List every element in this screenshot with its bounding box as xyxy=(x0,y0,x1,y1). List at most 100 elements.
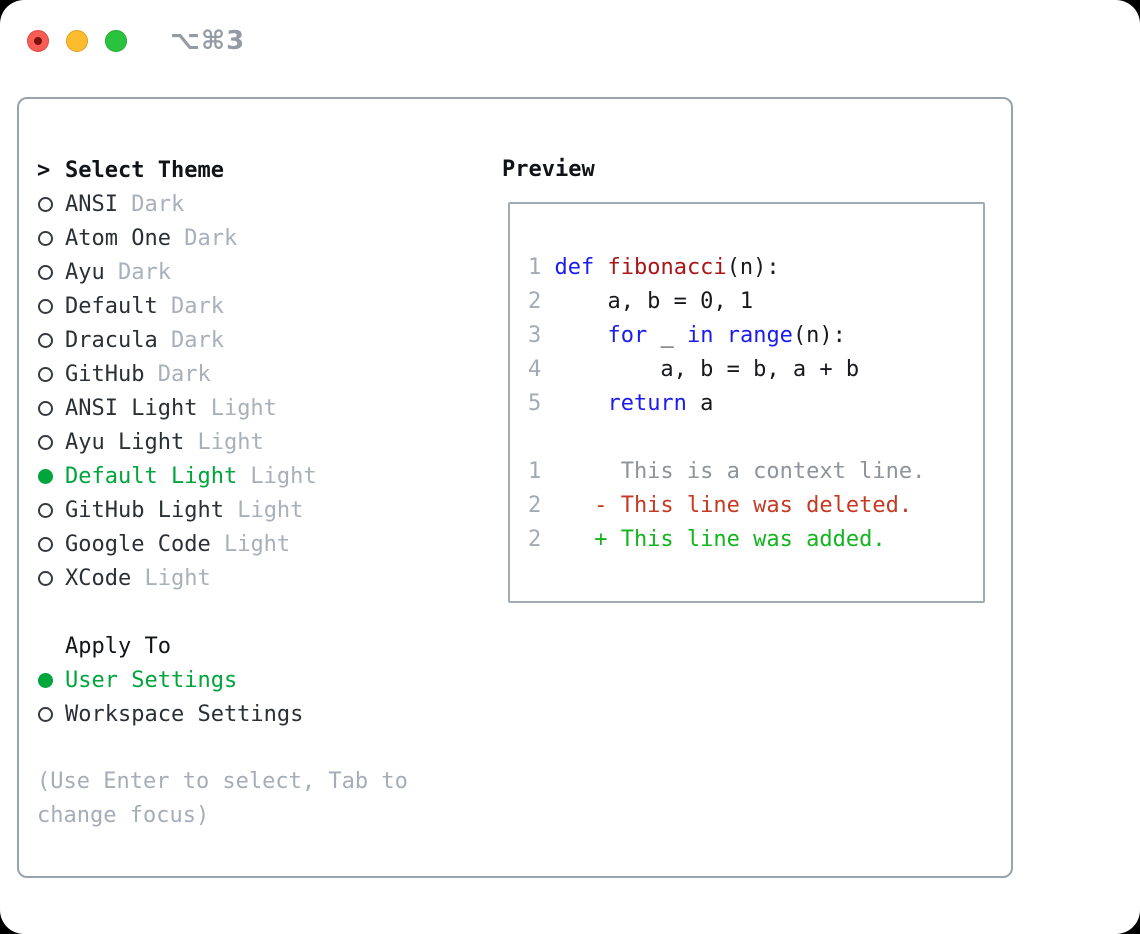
radio-unselected-icon xyxy=(38,196,53,212)
theme-name: Ayu Light xyxy=(65,429,185,455)
gap xyxy=(37,595,429,629)
code-token: fibonacci xyxy=(607,254,727,280)
theme-variant: Dark xyxy=(157,293,224,319)
line-number: 3 xyxy=(528,322,542,348)
diff-line-added: 2 + This line was added. xyxy=(528,522,983,556)
theme-option-default-light-light[interactable]: Default Light Light xyxy=(37,459,429,493)
preview-label: Preview xyxy=(502,157,595,182)
diff-text: + This line was added. xyxy=(554,526,886,552)
theme-variant: Light xyxy=(237,463,317,489)
theme-variant: Dark xyxy=(144,361,211,387)
theme-option-github-dark[interactable]: GitHub Dark xyxy=(37,357,429,391)
theme-variant: Dark xyxy=(104,259,171,285)
code-token xyxy=(713,323,726,348)
theme-variant: Light xyxy=(131,565,211,591)
keyboard-hint: (Use Enter to select, Tab to change focu… xyxy=(37,769,408,828)
theme-name: ANSI Light xyxy=(65,395,198,421)
code-token: def xyxy=(554,254,595,280)
code-line: 2 a, b = 0, 1 xyxy=(528,284,983,318)
window-title: ⌥⌘3 xyxy=(170,26,246,56)
diff-block: 1 This is a context line. 2 - This line w… xyxy=(528,454,983,556)
theme-variant: Dark xyxy=(117,191,185,217)
code-token xyxy=(554,391,607,416)
line-number: 1 xyxy=(528,254,542,280)
apply-to-label: Apply To xyxy=(65,633,171,659)
radio-unselected-icon xyxy=(38,298,53,314)
radio-unselected-icon xyxy=(38,400,53,416)
theme-name: ANSI xyxy=(65,191,118,217)
code-token: for xyxy=(607,322,648,348)
line-number: 1 xyxy=(528,458,542,484)
radio-unselected-icon xyxy=(38,706,53,722)
gap xyxy=(37,731,429,765)
theme-option-ansi-dark[interactable]: ANSI Dark xyxy=(37,187,429,221)
code-token xyxy=(594,255,607,280)
theme-option-github-light-light[interactable]: GitHub Light Light xyxy=(37,493,429,527)
code-token: a, b = 0, 1 xyxy=(554,288,754,314)
radio-unselected-icon xyxy=(38,502,53,518)
select-theme-label: Select Theme xyxy=(65,157,224,183)
minimize-button[interactable] xyxy=(66,30,88,52)
code-token: (n): xyxy=(726,254,780,280)
radio-unselected-icon xyxy=(38,536,53,552)
code-token: _ xyxy=(647,322,687,348)
theme-variant: Dark xyxy=(170,225,238,251)
diff-line-deleted: 2 - This line was deleted. xyxy=(528,488,983,522)
code-token: range xyxy=(726,322,793,348)
title-bar: ⌥⌘3 xyxy=(27,26,245,56)
theme-variant: Dark xyxy=(157,327,224,353)
radio-selected-icon xyxy=(38,468,53,484)
theme-name: Ayu xyxy=(65,259,105,285)
zoom-button[interactable] xyxy=(105,30,127,52)
theme-name: GitHub Light xyxy=(65,497,224,523)
theme-option-ayu-dark[interactable]: Ayu Dark xyxy=(37,255,429,289)
theme-name: Default xyxy=(65,293,158,319)
code-token: a, b = b, a + b xyxy=(554,356,860,382)
theme-name: Default Light xyxy=(65,463,238,489)
theme-name: Google Code xyxy=(65,531,211,557)
code-token xyxy=(554,323,607,348)
diff-text: This is a context line. xyxy=(554,458,926,484)
code-line: 3 for _ in range(n): xyxy=(528,318,983,352)
theme-variant: Light xyxy=(223,497,304,523)
code-line: 1 def fibonacci(n): xyxy=(528,250,983,284)
theme-option-ansi-light-light[interactable]: ANSI Light Light xyxy=(37,391,429,425)
radio-selected-icon xyxy=(38,672,53,688)
theme-name: Atom One xyxy=(65,225,171,251)
theme-option-xcode-light[interactable]: XCode Light xyxy=(37,561,429,595)
close-button[interactable] xyxy=(27,30,49,52)
line-number: 2 xyxy=(528,526,542,552)
apply-to-header: Apply To xyxy=(37,629,429,663)
radio-unselected-icon xyxy=(38,230,53,246)
theme-name: GitHub xyxy=(65,361,145,387)
theme-variant: Light xyxy=(197,395,277,421)
apply-option-workspace-settings[interactable]: Workspace Settings xyxy=(37,697,429,731)
line-number: 2 xyxy=(528,288,542,314)
theme-variant: Light xyxy=(210,531,291,557)
code-token: in xyxy=(686,322,714,348)
apply-option-label: Workspace Settings xyxy=(65,701,304,727)
theme-option-google-code-light[interactable]: Google Code Light xyxy=(37,527,429,561)
radio-unselected-icon xyxy=(38,332,53,348)
radio-unselected-icon xyxy=(38,264,53,280)
code-line: 4 a, b = b, a + b xyxy=(528,352,983,386)
theme-option-default-dark[interactable]: Default Dark xyxy=(37,289,429,323)
line-number: 4 xyxy=(528,356,542,382)
diff-text: - This line was deleted. xyxy=(554,492,913,518)
select-theme-header: > Select Theme xyxy=(37,153,429,187)
theme-option-ayu-light-light[interactable]: Ayu Light Light xyxy=(37,425,429,459)
theme-name: Dracula xyxy=(65,327,158,353)
radio-unselected-icon xyxy=(38,570,53,586)
theme-name: XCode xyxy=(65,565,132,591)
theme-option-dracula-dark[interactable]: Dracula Dark xyxy=(37,323,429,357)
theme-option-atom-one-dark[interactable]: Atom One Dark xyxy=(37,221,429,255)
line-number: 5 xyxy=(528,390,542,416)
code-token: return xyxy=(607,390,687,416)
code-token: (n): xyxy=(792,322,846,348)
apply-option-user-settings[interactable]: User Settings xyxy=(37,663,429,697)
